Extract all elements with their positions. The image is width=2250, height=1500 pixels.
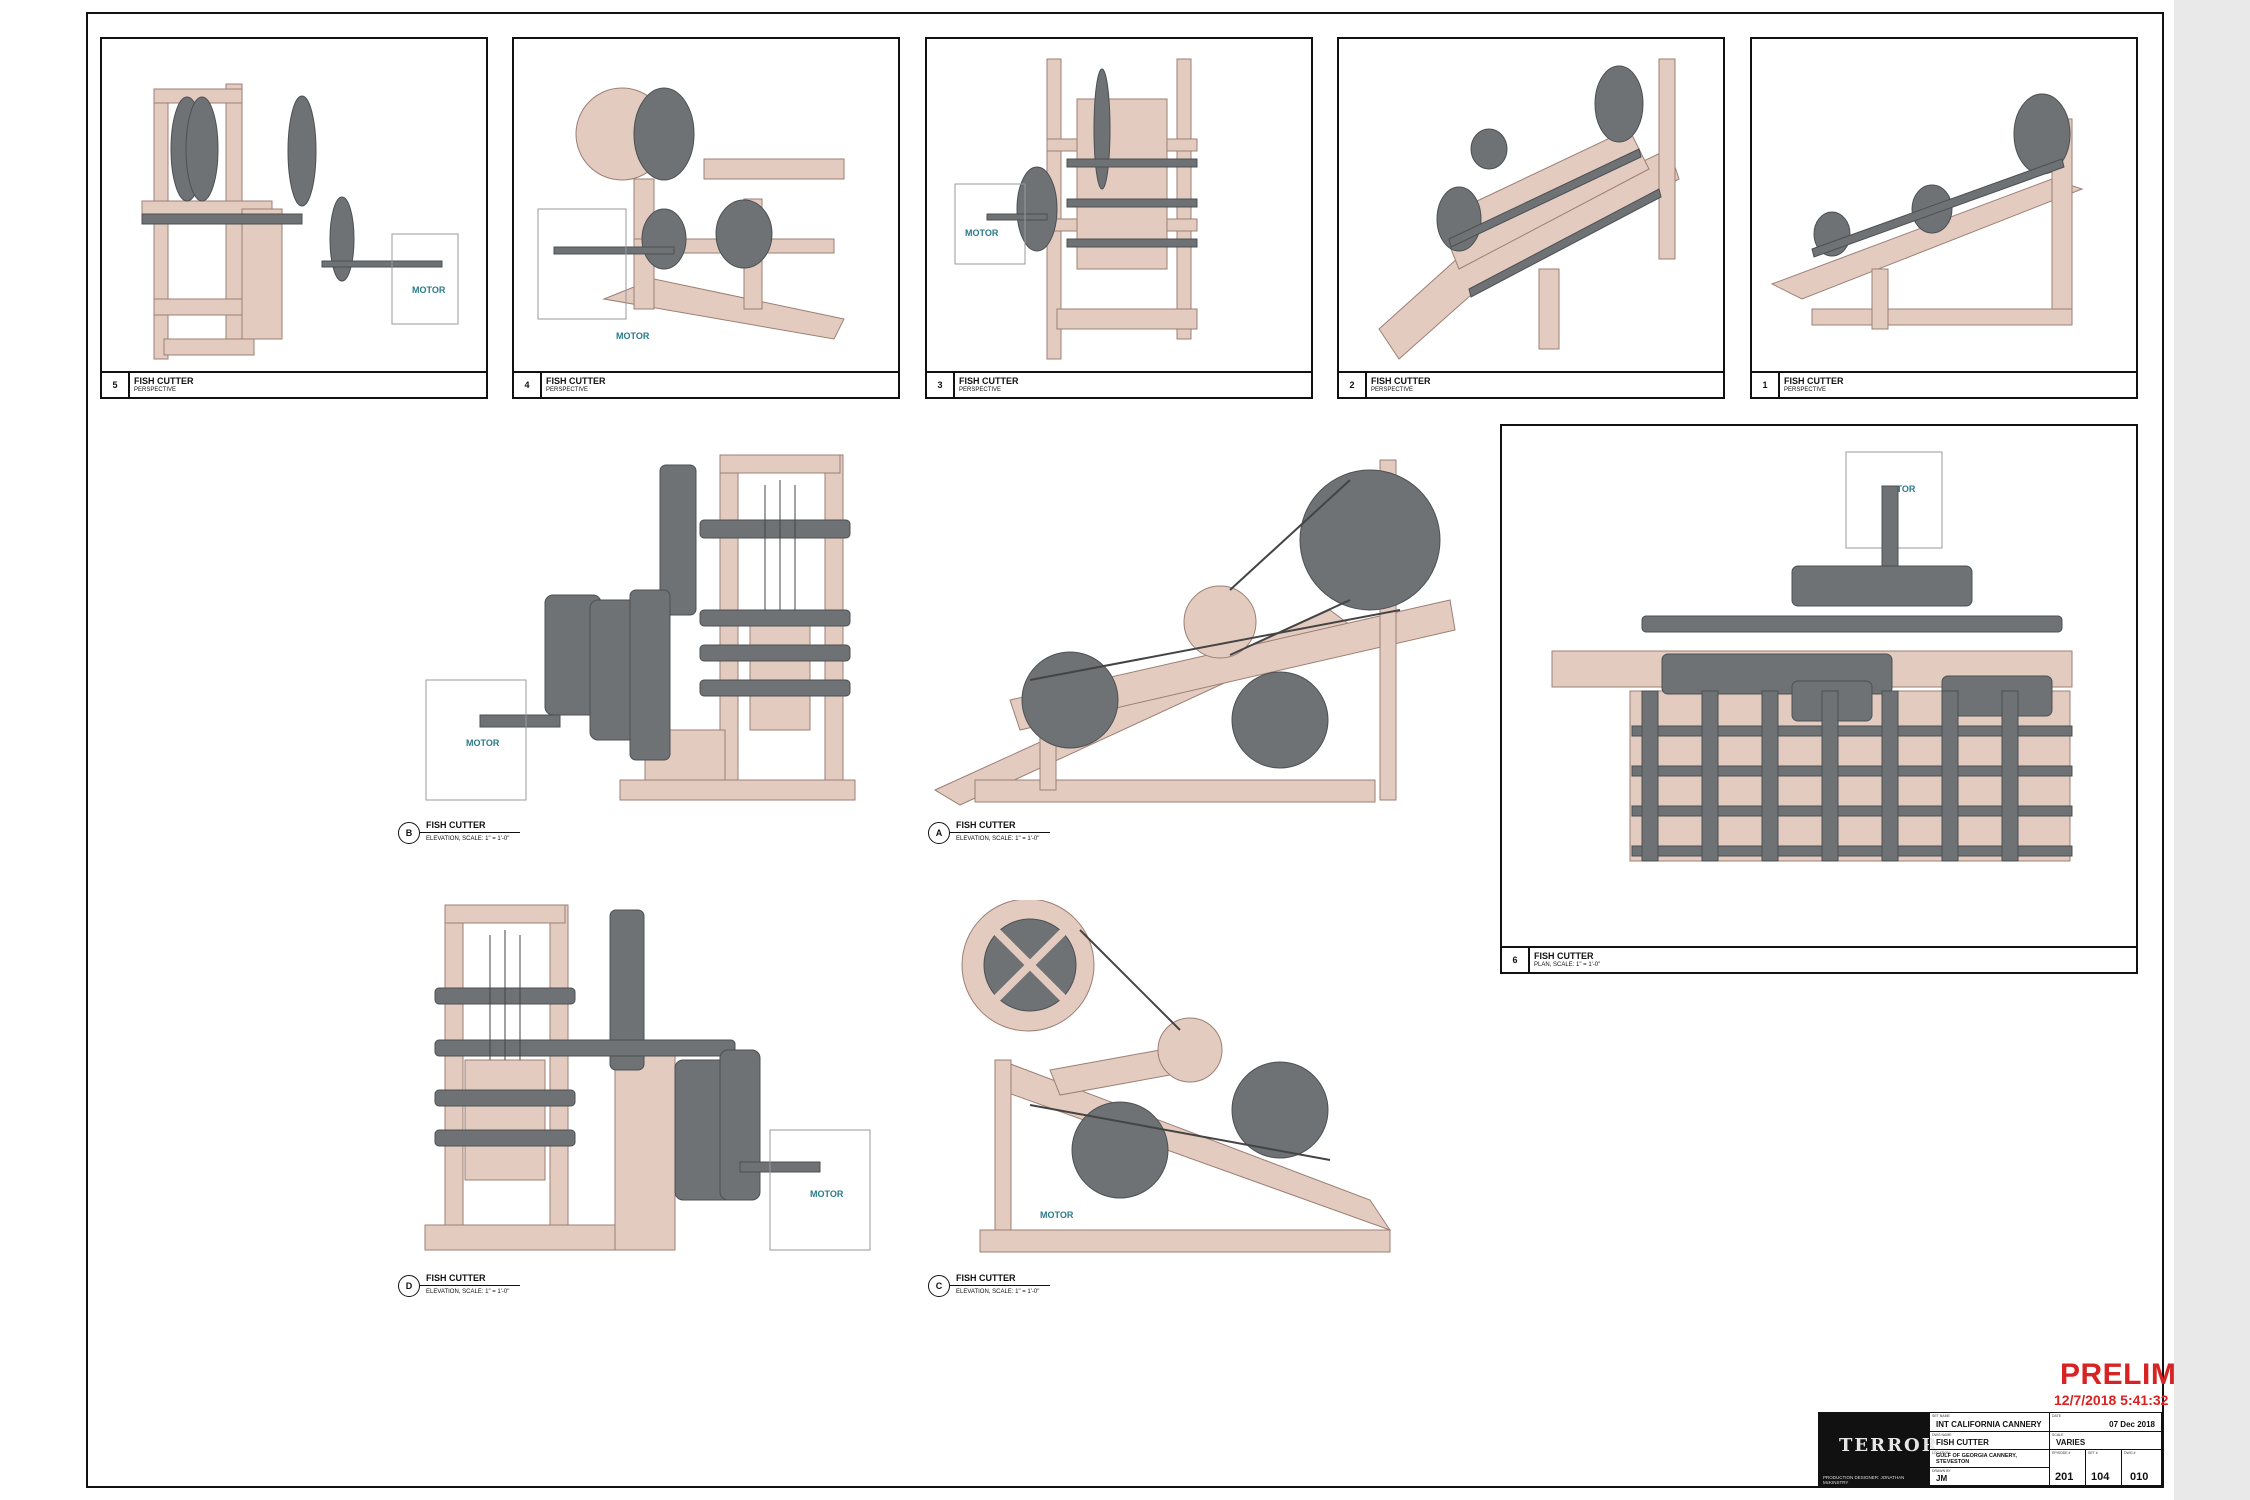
date-stamp: 12/7/2018 5:41:32 [2054,1392,2169,1408]
view-title: FISH CUTTER [956,1273,1016,1283]
set-name: INT CALIFORNIA CANNERY [1936,1420,2042,1429]
view-title: FISH CUTTER [426,820,486,830]
fish-cutter-perspective-1 [1770,93,2084,330]
designer-credit: PRODUCTION DESIGNER: JONATHAN McKINSTRY [1823,1475,1905,1485]
view-subtitle: ELEVATION, SCALE: 1" = 1'-0" [426,1289,510,1295]
drawing-sheet [86,12,2164,1488]
date: 07 Dec 2018 [2109,1420,2155,1429]
set-number: 104 [2091,1471,2110,1483]
view-number: 1 [1752,373,1780,397]
plan-panel-6: MOTOR 6 FISH CUTTER [1500,424,2138,974]
fish-cutter-perspective-3: MOTOR [954,58,1198,360]
view-title: FISH CUTTER [1534,951,1594,961]
sheet-number: 010 [2130,1471,2149,1483]
fish-cutter-perspective-2 [1378,58,1680,360]
elevation-a-drawing [933,459,1456,806]
drawn-by: JM [1936,1474,1948,1483]
view-subtitle: PERSPECTIVE [1784,387,1827,393]
logo-text: TERROR [1839,1435,1939,1456]
elevation-b-drawing: MOTOR [425,454,856,801]
view-tag-a: A FISH CUTTER ELEVATION, SCALE: 1" = 1'-… [928,820,1308,862]
view-letter: C [928,1275,950,1297]
view-subtitle: ELEVATION, SCALE: 1" = 1'-0" [956,836,1040,842]
view-number: 3 [927,373,955,397]
view-subtitle: PERSPECTIVE [1371,387,1414,393]
elevation-c-drawing: MOTOR [961,900,1392,1253]
perspective-panel-4: MOTOR 4 FISH CUTTER PERSPECTIVE [512,37,900,399]
view-letter: D [398,1275,420,1297]
perspective-panel-3: MOTOR 3 FISH CUTTER PERSPECTIVE [925,37,1313,399]
field-label: DWG NAME [1932,1433,1952,1437]
view-tag-b: B FISH CUTTER ELEVATION, SCALE: 1" = 1'-… [398,820,778,862]
perspective-panel-2: 2 FISH CUTTER PERSPECTIVE [1337,37,1725,399]
field-label: EPISODE # [2052,1451,2071,1455]
view-title: FISH CUTTER [1784,376,1844,386]
view-number: 6 [1502,948,1530,972]
view-title: FISH CUTTER [546,376,606,386]
field-label: SET NAME [1932,1414,1950,1418]
view-number: 5 [102,373,130,397]
view-tag-c: C FISH CUTTER ELEVATION, SCALE: 1" = 1'-… [928,1273,1308,1315]
fish-cutter-plan: MOTOR [1551,451,2073,862]
motor-label: MOTOR [412,285,446,295]
field-label: LOCATION [1932,1451,1950,1455]
fish-cutter-perspective-5: MOTOR [141,83,459,360]
view-subtitle: PERSPECTIVE [959,387,1002,393]
field-label: DWG # [2124,1451,2136,1455]
motor-label: MOTOR [616,331,650,341]
scale: VARIES [2056,1438,2086,1447]
view-title: FISH CUTTER [134,376,194,386]
show-logo: TERROR PRODUCTION DESIGNER: JONATHAN McK… [1819,1413,1937,1485]
view-subtitle: ELEVATION, SCALE: 1" = 1'-0" [426,836,510,842]
motor-label: MOTOR [1882,484,1916,494]
motor-label: MOTOR [965,228,999,238]
view-subtitle: PLAN, SCALE: 1" = 1'-0" [1534,962,1601,968]
view-title: FISH CUTTER [956,820,1016,830]
title-block: TERROR PRODUCTION DESIGNER: JONATHAN McK… [1818,1412,2162,1486]
motor-label: MOTOR [1040,1210,1074,1220]
view-letter: B [398,822,420,844]
view-tag-d: D FISH CUTTER ELEVATION, SCALE: 1" = 1'-… [398,1273,778,1315]
field-label: DRAWN BY [1932,1469,1951,1473]
view-letter: A [928,822,950,844]
field-label: SET # [2088,1451,2098,1455]
prelim-stamp: PRELIM [2060,1358,2177,1391]
view-subtitle: PERSPECTIVE [546,387,589,393]
view-subtitle: PERSPECTIVE [134,387,177,393]
field-label: SCALE [2052,1433,2064,1437]
field-label: DATE [2052,1414,2062,1418]
perspective-panel-1: 1 FISH CUTTER PERSPECTIVE [1750,37,2138,399]
view-title: FISH CUTTER [426,1273,486,1283]
location: GULF OF GEORGIA CANNERY, STEVESTON [1936,1453,2017,1465]
motor-label: MOTOR [466,738,500,748]
elevation-d-drawing: MOTOR [424,904,871,1251]
view-number: 2 [1339,373,1367,397]
motor-label: MOTOR [810,1189,844,1199]
drawing-name: FISH CUTTER [1936,1438,1989,1447]
episode-number: 201 [2055,1471,2074,1483]
fish-cutter-perspective-4: MOTOR [537,87,845,341]
view-subtitle: ELEVATION, SCALE: 1" = 1'-0" [956,1289,1040,1295]
view-title: FISH CUTTER [1371,376,1431,386]
perspective-panel-5: MOTOR 5 FISH CUTTER PERSPECTIVE [100,37,488,399]
page-margin [2174,0,2250,1500]
view-title: FISH CUTTER [959,376,1019,386]
view-number: 4 [514,373,542,397]
